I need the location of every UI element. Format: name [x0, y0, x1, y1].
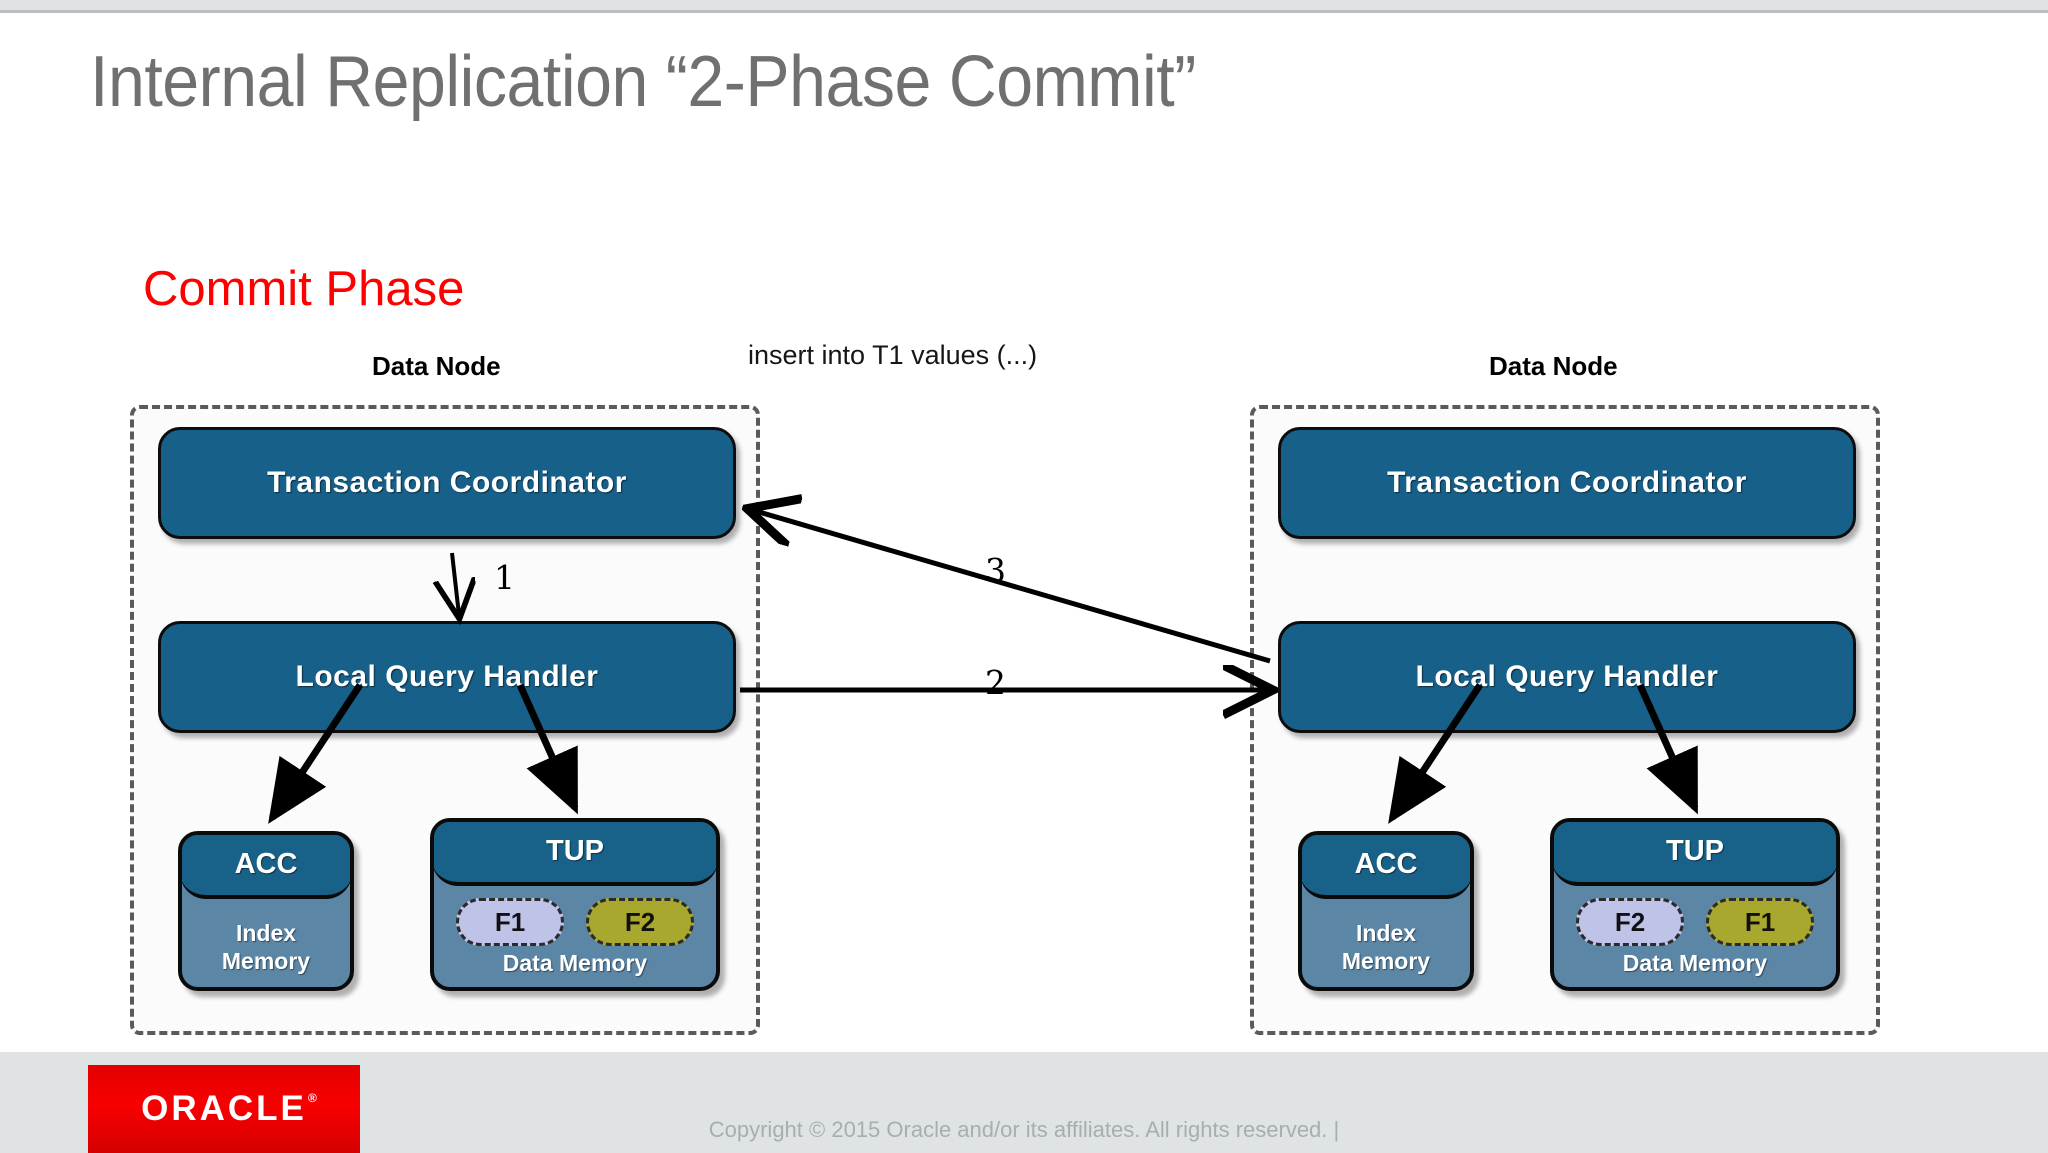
fragment-pill-right-1[interactable]: F2	[1576, 898, 1684, 946]
acc-title-left: ACC	[234, 847, 298, 880]
local-query-handler-right[interactable]: Local Query Handler	[1278, 621, 1856, 733]
acc-memory-line1-right: Index	[1355, 920, 1417, 946]
acc-memory-line2-right: Memory	[1341, 948, 1431, 974]
fragment-pill-left-1[interactable]: F1	[456, 898, 564, 946]
slide-canvas: Internal Replication “2-Phase Commit” Co…	[0, 10, 2048, 1153]
oracle-wordmark: ORACLE®	[141, 1089, 320, 1128]
tup-memory-label-left: Data Memory	[502, 950, 648, 976]
copyright-notice: Copyright © 2015 Oracle and/or its affil…	[708, 1117, 1340, 1142]
sql-statement-label: insert into T1 values (...)	[748, 340, 1038, 370]
oracle-logo: ORACLE®	[88, 1065, 360, 1153]
tup-memory-label-right: Data Memory	[1622, 950, 1768, 976]
acc-cap-left: ACC	[182, 835, 350, 899]
step-number-2: 2	[985, 663, 1006, 702]
acc-memory-line2-left: Memory	[221, 948, 311, 974]
tup-cylinder-left[interactable]: TUP F1 F2 Data Memory	[430, 818, 720, 991]
data-node-heading-right: Data Node	[1489, 351, 1618, 381]
transaction-coordinator-right[interactable]: Transaction Coordinator	[1278, 427, 1856, 539]
step-number-1: 1	[494, 558, 515, 597]
acc-cylinder-left[interactable]: ACC Index Memory	[178, 831, 354, 991]
tup-cylinder-right[interactable]: TUP F2 F1 Data Memory	[1550, 818, 1840, 991]
transaction-coordinator-left-label: Transaction Coordinator	[267, 466, 627, 499]
transaction-coordinator-left[interactable]: Transaction Coordinator	[158, 427, 736, 539]
acc-memory-line1-left: Index	[235, 920, 297, 946]
local-query-handler-left[interactable]: Local Query Handler	[158, 621, 736, 733]
registered-trademark-icon: ®	[308, 1091, 320, 1105]
data-node-heading-left: Data Node	[372, 351, 501, 381]
step-number-3: 3	[985, 551, 1006, 590]
tup-cap-left: TUP	[434, 822, 716, 886]
local-query-handler-right-label: Local Query Handler	[1415, 660, 1719, 693]
acc-cap-right: ACC	[1302, 835, 1470, 899]
phase-subtitle: Commit Phase	[143, 262, 465, 316]
local-query-handler-left-label: Local Query Handler	[295, 660, 599, 693]
fragment-pill-right-2[interactable]: F1	[1706, 898, 1814, 946]
arrow-step-3	[752, 510, 1271, 664]
tup-title-right: TUP	[1666, 834, 1724, 867]
page-title: Internal Replication “2-Phase Commit”	[90, 42, 1196, 122]
tup-title-left: TUP	[546, 834, 604, 867]
acc-memory-label-left: Index Memory	[182, 919, 350, 975]
tup-cap-right: TUP	[1554, 822, 1836, 886]
acc-cylinder-right[interactable]: ACC Index Memory	[1298, 831, 1474, 991]
acc-title-right: ACC	[1354, 847, 1418, 880]
acc-memory-label-right: Index Memory	[1302, 919, 1470, 975]
transaction-coordinator-right-label: Transaction Coordinator	[1387, 466, 1747, 499]
fragment-pill-left-2[interactable]: F2	[586, 898, 694, 946]
